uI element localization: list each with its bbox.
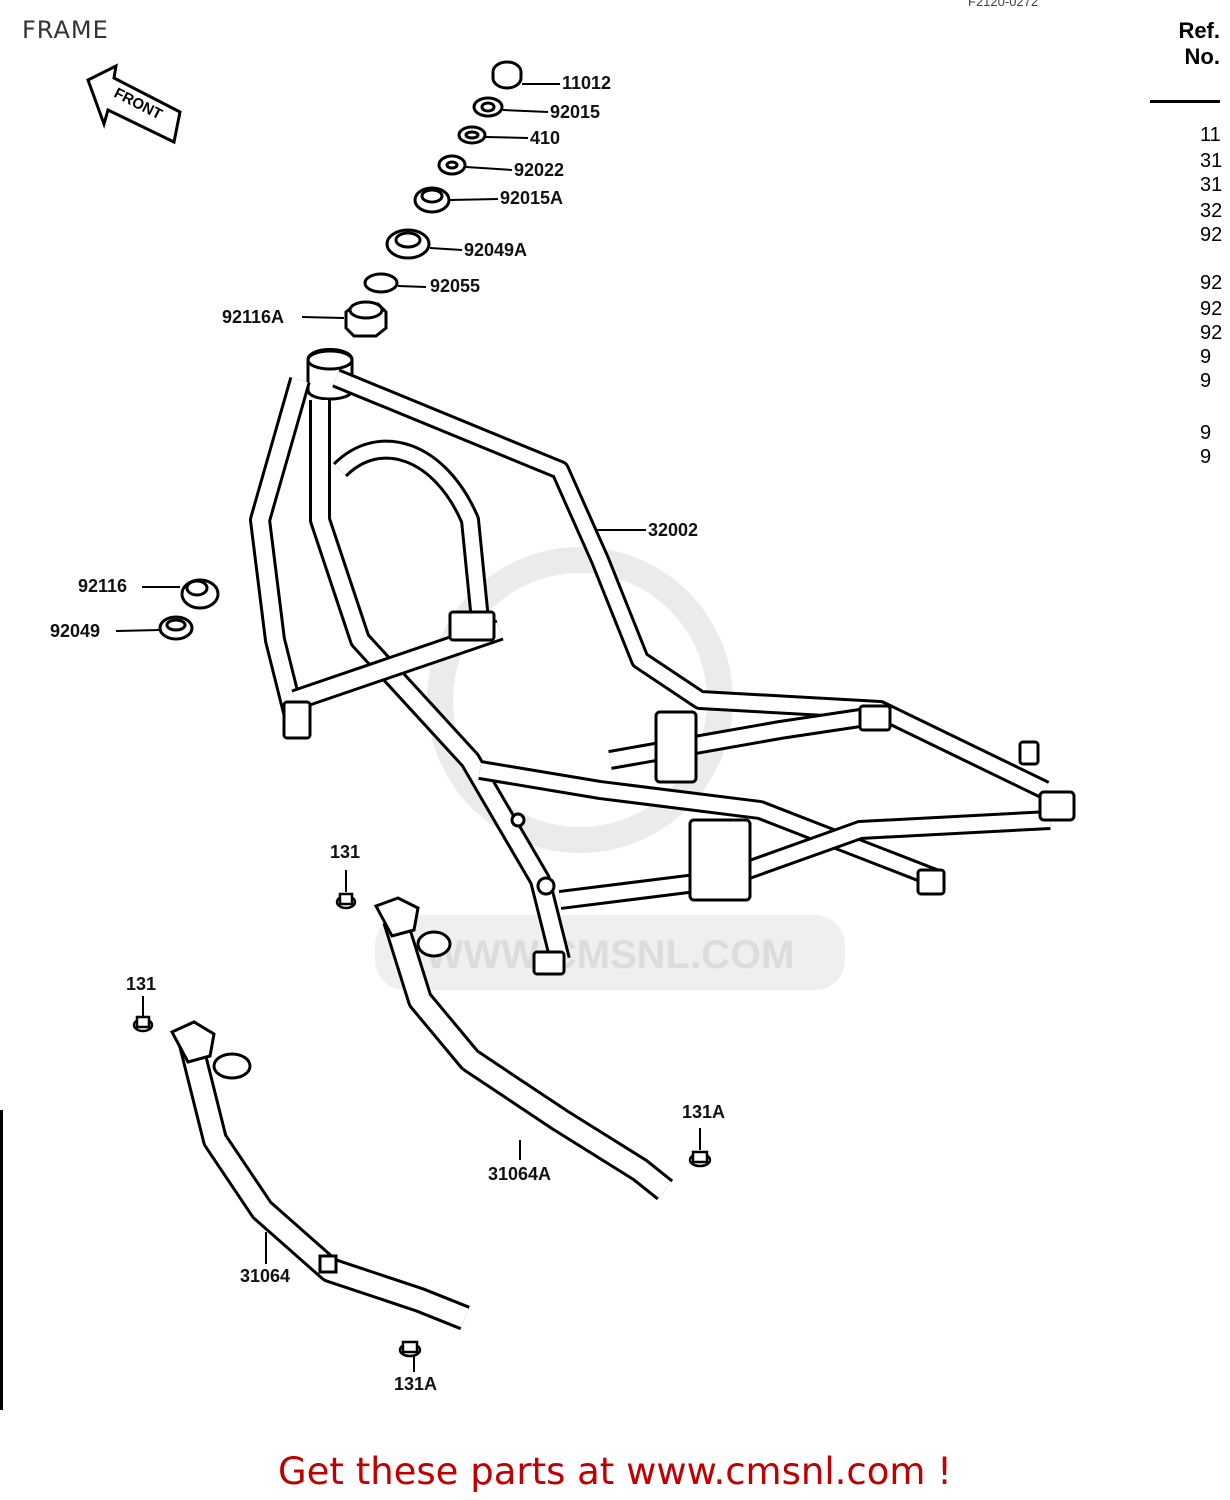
- ref-item: 32: [1200, 200, 1223, 222]
- edge-mark: [0, 1110, 3, 1410]
- callout-92055: 92055: [430, 276, 481, 296]
- ref-header-line2: No.: [1184, 44, 1220, 69]
- callout-131A-right: 131A: [682, 1102, 726, 1122]
- callout-92116A: 92116A: [222, 307, 285, 327]
- callout-92015A: 92015A: [500, 188, 564, 208]
- ref-item: 92: [1200, 272, 1223, 294]
- callout-31064: 31064: [240, 1266, 291, 1286]
- callout-92116: 92116: [78, 576, 128, 596]
- ref-header-line1: Ref.: [1178, 18, 1220, 43]
- watermark-text: WWW.CMSNL.COM: [426, 933, 795, 977]
- side-rail-31064: [169, 1020, 470, 1331]
- steering-stem-parts: [158, 60, 523, 641]
- diagram-code: F2120-0272: [968, 0, 1039, 9]
- callout-131-lower: 131: [126, 974, 157, 994]
- ref-item: 9: [1200, 346, 1212, 368]
- callout-131-upper: 131: [330, 842, 361, 862]
- watermark: WWW.CMSNL.COM: [375, 547, 845, 990]
- bolt-131A-bottom-icon: [398, 1340, 422, 1358]
- leader-lines: [115, 83, 701, 1372]
- ref-header-rule: [1150, 100, 1220, 103]
- ref-item: 9: [1200, 446, 1212, 468]
- footer-parts-link[interactable]: Get these parts at www.cmsnl.com !: [277, 1450, 952, 1493]
- ref-item: 9: [1200, 370, 1212, 392]
- ref-item: 92: [1200, 322, 1223, 344]
- front-arrow-icon: FRONT: [86, 63, 182, 145]
- ref-item: 31: [1200, 150, 1223, 172]
- callout-32002: 32002: [648, 520, 699, 540]
- callout-92049: 92049: [50, 621, 101, 641]
- ref-item: 9: [1200, 422, 1212, 444]
- page-title: FRAME: [22, 16, 109, 44]
- ref-item: 11: [1200, 124, 1221, 146]
- ref-item: 92: [1200, 298, 1223, 320]
- bolt-131-upper-icon: [335, 892, 357, 910]
- callout-31064A: 31064A: [488, 1164, 552, 1184]
- callout-11012: 11012: [562, 73, 612, 93]
- callout-92022: 92022: [514, 160, 565, 180]
- ref-no-header: Ref. No.: [1150, 18, 1220, 70]
- bolt-131A-right-icon: [688, 1150, 712, 1168]
- ref-item: 31: [1200, 174, 1223, 196]
- callout-92015: 92015: [550, 102, 601, 122]
- side-rail-31064A: [373, 896, 674, 1201]
- callout-131A-bottom: 131A: [394, 1374, 438, 1394]
- callout-410: 410: [530, 128, 561, 148]
- callout-92049A: 92049A: [464, 240, 528, 260]
- main-frame: [249, 348, 1076, 976]
- ref-item: 92: [1200, 224, 1223, 246]
- bolt-131-lower-icon: [132, 1015, 154, 1033]
